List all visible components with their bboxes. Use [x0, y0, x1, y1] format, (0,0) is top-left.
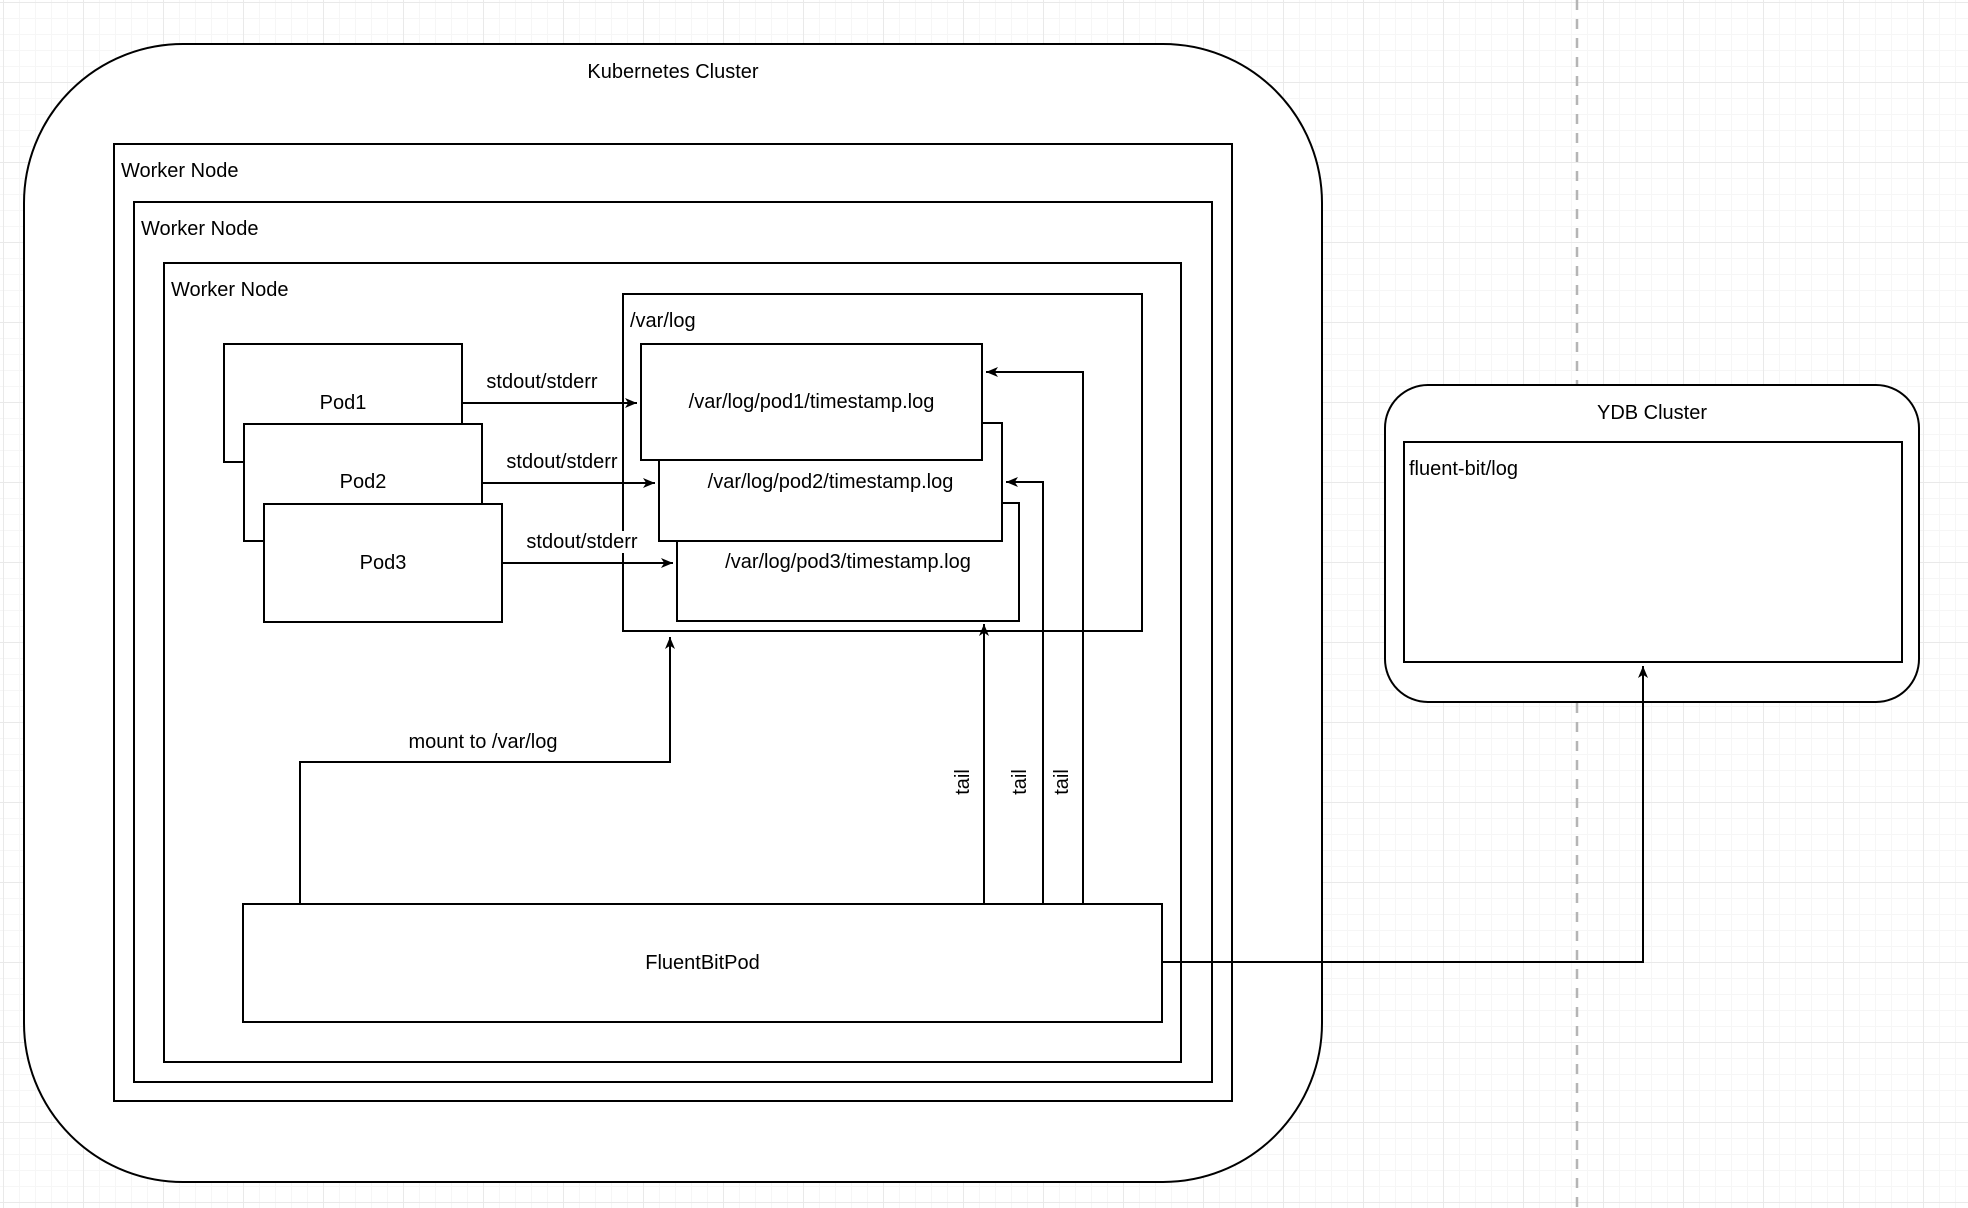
stdout-stderr-label-2: stdout/stderr [503, 451, 621, 473]
pod2-label: Pod2 [339, 471, 387, 493]
pod1-label: Pod1 [319, 391, 367, 414]
tail-label-1: tail [952, 766, 974, 798]
fluent-bit-log-label: fluent-bit/log [1409, 458, 1518, 480]
log-file-label-pod1: /var/log/pod1/timestamp.log [688, 390, 935, 413]
worker-node-label-outer: Worker Node [121, 160, 239, 182]
worker-node-label-middle: Worker Node [141, 218, 259, 240]
var-log-container-label: /var/log [630, 310, 696, 332]
log-file-label-pod2: /var/log/pod2/timestamp.log [707, 470, 954, 493]
fluent-bit-pod-box: FluentBitPod [242, 903, 1163, 1023]
tail-label-2: tail [1009, 766, 1031, 798]
ydb-cluster-label: YDB Cluster [1596, 402, 1708, 424]
stdout-stderr-label-3: stdout/stderr [523, 531, 641, 553]
worker-node-label-inner: Worker Node [171, 279, 289, 301]
pod3-label: Pod3 [359, 551, 407, 574]
stdout-stderr-label-1: stdout/stderr [483, 371, 601, 393]
tail-label-3: tail [1051, 766, 1073, 798]
fluent-bit-pod-label: FluentBitPod [645, 951, 760, 974]
log-file-box-pod1: /var/log/pod1/timestamp.log [640, 343, 983, 461]
kubernetes-cluster-label: Kubernetes Cluster [587, 61, 759, 83]
mount-to-var-log-label: mount to /var/log [405, 731, 561, 753]
pod3-box: Pod3 [263, 503, 503, 623]
fluent-bit-log-box: fluent-bit/log [1403, 441, 1903, 663]
log-file-label-pod3: /var/log/pod3/timestamp.log [725, 550, 971, 573]
